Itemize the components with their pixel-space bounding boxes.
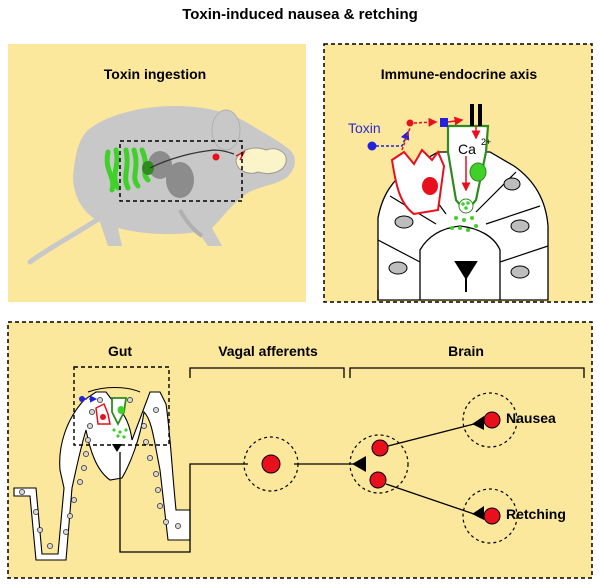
- brainstem-synapse: [352, 456, 366, 472]
- toxin-label: Toxin: [348, 120, 381, 136]
- projection-retching: [385, 483, 475, 515]
- bracket-brain: [349, 367, 585, 378]
- mouse-hindleg: [178, 209, 204, 238]
- panel-title-axis: Immune-endocrine axis: [381, 66, 538, 82]
- gut-toxin-molecule: [79, 396, 85, 402]
- panel-immune-endocrine-axis: Immune-endocrine axis: [323, 43, 593, 303]
- panel-border: [323, 43, 593, 303]
- nerve-terminal: [454, 261, 478, 292]
- cell-nucleus: [503, 177, 521, 191]
- vagal-neuron: [261, 454, 281, 474]
- brainstem-neuron-upper: [371, 439, 389, 457]
- figure-title: Toxin-induced nausea & retching: [182, 6, 418, 23]
- panel-pathway: Gut Vagal afferents Brain: [7, 321, 593, 579]
- nausea-region: [462, 392, 518, 448]
- immune-cell-nucleus: [422, 177, 438, 195]
- cell-nucleus: [394, 215, 414, 229]
- endocrine-cell-nucleus: [469, 162, 487, 182]
- projection-nausea: [387, 423, 475, 447]
- toxin-arrow: [376, 130, 410, 147]
- nausea-neuron: [483, 411, 501, 429]
- mouse-organ: [148, 151, 172, 179]
- label-brain: Brain: [448, 343, 484, 359]
- cell-nucleus: [510, 265, 530, 279]
- immune-signal-link: [401, 127, 411, 151]
- granule-vesicle: [458, 198, 474, 214]
- ion-channel-left: [470, 104, 474, 126]
- mouse-endocrine-cell: [142, 161, 154, 175]
- mouse-vagal-ganglion: [212, 153, 220, 161]
- gut-nerve-terminal: [112, 444, 122, 452]
- calcium-label: Ca: [458, 141, 476, 157]
- label-nausea: Nausea: [506, 410, 556, 426]
- villus-top: [87, 387, 141, 393]
- mouse-organ: [166, 162, 194, 198]
- toxin-signalling: Toxin Ca 2+: [348, 116, 491, 192]
- receptor: [440, 118, 448, 127]
- calcium-charge-label: 2+: [481, 137, 491, 147]
- epithelium-tissue: [377, 104, 549, 301]
- receptor-arrow: [447, 116, 464, 126]
- nausea-synapse: [472, 416, 484, 430]
- gut-immune-nucleus: [100, 414, 106, 420]
- panel-toxin-ingestion: Toxin ingestion: [8, 44, 306, 302]
- ion-channel-right: [478, 104, 482, 126]
- toxin-molecule: [367, 141, 377, 151]
- signal-molecule: [406, 119, 414, 127]
- gut-endocrine-nucleus: [117, 406, 125, 414]
- gut-inset-box: [73, 366, 170, 446]
- brainstem-region: [349, 434, 409, 494]
- retching-synapse: [472, 506, 484, 520]
- label-retching: Retching: [506, 506, 566, 522]
- nodose-ganglion-region: [243, 436, 299, 492]
- mouse-vagal-nerve: [149, 149, 235, 169]
- label-gut: Gut: [108, 343, 132, 359]
- cell-nucleus: [388, 261, 408, 275]
- mouse-tail: [27, 215, 103, 265]
- mouse-intestine: [104, 147, 151, 193]
- serotonin-granules: [450, 201, 478, 232]
- gut-granules: [112, 428, 128, 439]
- mouse-brain-icon: [235, 147, 287, 175]
- brainstem-neuron-lower: [369, 471, 387, 489]
- retching-neuron: [483, 507, 501, 525]
- bracket-vagal: [189, 367, 345, 378]
- mouse-brain-projection: [235, 150, 246, 161]
- mouse-ear: [211, 109, 241, 151]
- label-vagal-afferents: Vagal afferents: [218, 343, 318, 359]
- vagal-nerve-fiber: [119, 452, 248, 553]
- retching-region: [462, 488, 518, 544]
- cell-nucleus: [510, 219, 530, 233]
- immune-cell: [390, 148, 446, 216]
- signal-arrow: [413, 117, 438, 127]
- panel-title-ingestion: Toxin ingestion: [104, 66, 206, 82]
